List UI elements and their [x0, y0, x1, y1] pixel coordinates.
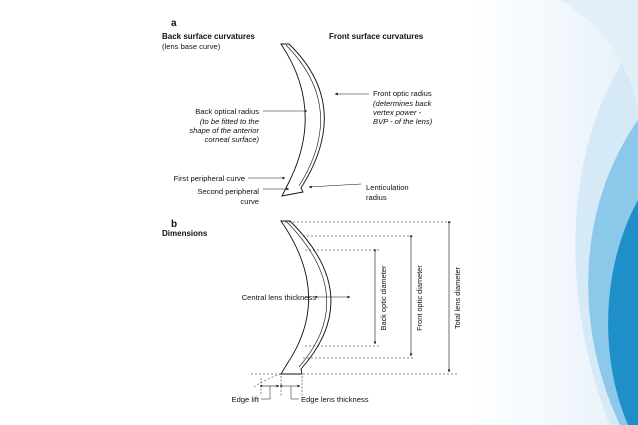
dimensions-heading: Dimensions — [162, 229, 208, 238]
central-lens-thickness-label: Central lens thickness — [242, 293, 316, 302]
swoosh-dark — [608, 200, 638, 425]
front-optic-radius-note-1: (determines back — [373, 99, 432, 108]
lens-diagram-figure: a Back surface curvatures (lens base cur… — [153, 14, 466, 404]
second-peripheral-curve-label-2: curve — [240, 197, 259, 206]
edge-lift-leader — [261, 386, 271, 400]
edge-thickness-leader — [290, 386, 299, 400]
total-lens-diameter-label: Total lens diameter — [453, 266, 462, 329]
swoosh-top — [560, 0, 638, 110]
lenticulation-radius-label-1: Lenticulation — [366, 183, 409, 192]
front-optic-radius-label: Front optic radius — [373, 89, 432, 98]
back-optical-radius-label: Back optical radius — [195, 107, 259, 116]
edge-lens-thickness-label: Edge lens thickness — [301, 395, 369, 404]
back-optical-radius-note-3: corneal surface) — [205, 135, 260, 144]
back-curve-extension — [252, 373, 282, 389]
back-optic-diameter-label: Back optic diameter — [379, 265, 388, 330]
front-optic-diameter-label: Front optic diameter — [415, 265, 424, 331]
lenticulation-radius-label-2: radius — [366, 193, 387, 202]
lens-b-shape — [280, 220, 332, 375]
back-surface-heading: Back surface curvatures — [162, 32, 255, 41]
lenticulation-radius-arrow — [308, 183, 362, 189]
back-optical-radius-note-1: (to be fitted to the — [200, 117, 259, 126]
back-optical-radius-note-2: shape of the anterior — [189, 126, 259, 135]
second-peripheral-curve-label-1: Second peripheral — [197, 187, 259, 196]
first-peripheral-curve-label: First peripheral curve — [174, 174, 245, 183]
front-optic-radius-note-2: vertex power - — [373, 108, 422, 117]
lens-a-front-inner — [285, 44, 321, 187]
panel-a-letter: a — [171, 18, 177, 29]
panel-b-letter: b — [171, 219, 177, 230]
back-surface-subheading: (lens base curve) — [162, 42, 221, 51]
lens-diagram-svg: a Back surface curvatures (lens base cur… — [162, 18, 462, 404]
front-optic-radius-note-3: BVP - of the lens) — [373, 117, 433, 126]
edge-lift-label: Edge lift — [232, 395, 260, 404]
lens-a-shape — [280, 43, 325, 197]
front-surface-heading: Front surface curvatures — [329, 32, 424, 41]
